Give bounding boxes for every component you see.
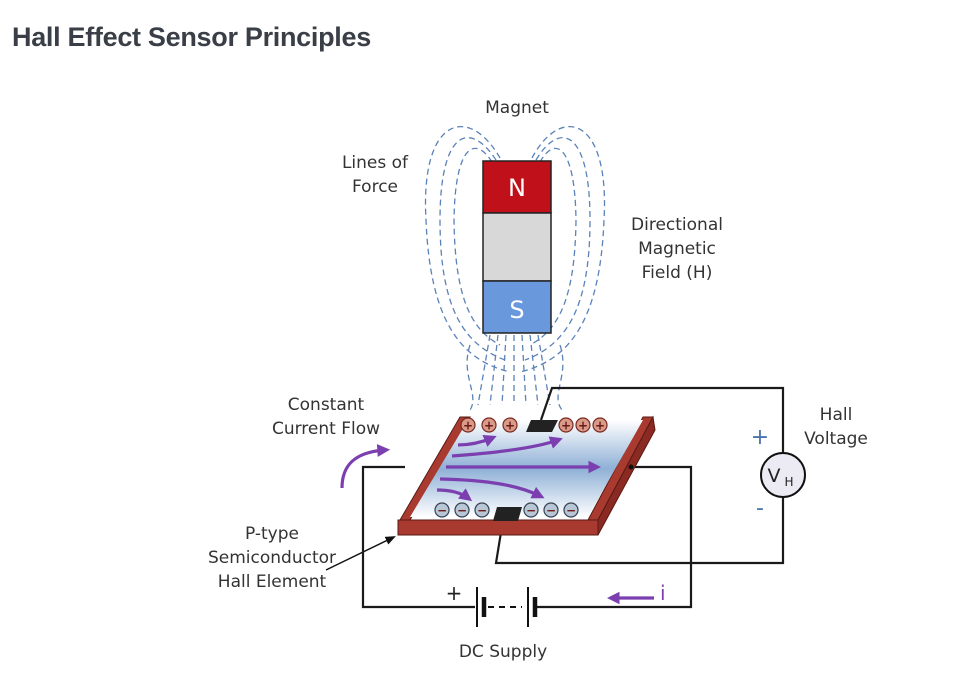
directional-field-label-2: Magnetic: [638, 239, 716, 259]
svg-text:+: +: [578, 419, 588, 433]
voltmeter-symbol: V: [768, 465, 781, 487]
voltmeter-minus: -: [756, 496, 764, 521]
negative-charge: −: [563, 502, 579, 518]
svg-text:+: +: [463, 419, 473, 433]
svg-text:−: −: [477, 504, 487, 518]
magnet-body: [482, 212, 552, 282]
magnet-south-pole: [482, 280, 552, 334]
current-flow-arrows: [436, 435, 602, 502]
svg-text:−: −: [566, 504, 576, 518]
lines-of-force-label-2: Force: [352, 177, 398, 197]
p-type-pointer-arrow: [325, 536, 396, 571]
constant-current-arrow: [340, 444, 391, 489]
positive-charge: +: [481, 417, 497, 433]
battery-plus: +: [446, 581, 463, 605]
negative-charge: −: [474, 502, 490, 518]
positive-charge: +: [558, 417, 574, 433]
p-type-label-3: Hall Element: [218, 572, 327, 592]
south-label: S: [509, 296, 524, 324]
svg-text:+: +: [505, 419, 515, 433]
dc-battery: +: [446, 581, 538, 627]
directional-field-label-1: Directional: [631, 215, 723, 235]
top-contact: [526, 420, 558, 432]
constant-current-label-1: Constant: [288, 395, 365, 415]
charges: ++++++−−−−−−: [434, 417, 608, 518]
magnetic-field-lines: [424, 126, 606, 411]
constant-current-label-2: Current Flow: [272, 419, 380, 439]
svg-text:+: +: [561, 419, 571, 433]
positive-charge: +: [502, 417, 518, 433]
north-label: N: [508, 174, 526, 202]
voltmeter-plus: +: [751, 425, 769, 450]
circuit-wires: [361, 386, 785, 609]
hall-voltmeter: V H + -: [751, 425, 806, 521]
p-type-label-2: Semiconductor: [208, 548, 336, 568]
svg-text:−: −: [526, 504, 536, 518]
positive-charge: +: [592, 417, 608, 433]
bottom-contact: [493, 507, 522, 521]
positive-charge: +: [575, 417, 591, 433]
svg-text:−: −: [437, 504, 447, 518]
dc-supply-label: DC Supply: [459, 642, 547, 662]
current-symbol: i: [660, 581, 666, 605]
side-contact: [628, 464, 634, 470]
directional-field-label-3: Field (H): [642, 263, 713, 283]
page-title: Hall Effect Sensor Principles: [12, 22, 371, 52]
lines-of-force-label-1: Lines of: [342, 153, 409, 173]
hall-voltage-label-1: Hall: [820, 405, 853, 425]
p-type-label-1: P-type: [245, 524, 299, 544]
positive-charge: +: [460, 417, 476, 433]
voltmeter-subscript: H: [784, 475, 793, 489]
negative-charge: −: [523, 502, 539, 518]
magnet-north-pole: [482, 160, 552, 214]
hall-voltage-label-2: Voltage: [804, 429, 868, 449]
negative-charge: −: [434, 502, 450, 518]
svg-text:+: +: [484, 419, 494, 433]
magnet-label: Magnet: [485, 98, 549, 118]
svg-text:−: −: [546, 504, 556, 518]
svg-text:+: +: [595, 419, 605, 433]
svg-text:−: −: [457, 504, 467, 518]
negative-charge: −: [454, 502, 470, 518]
negative-charge: −: [543, 502, 559, 518]
magnet: N S: [482, 160, 552, 334]
